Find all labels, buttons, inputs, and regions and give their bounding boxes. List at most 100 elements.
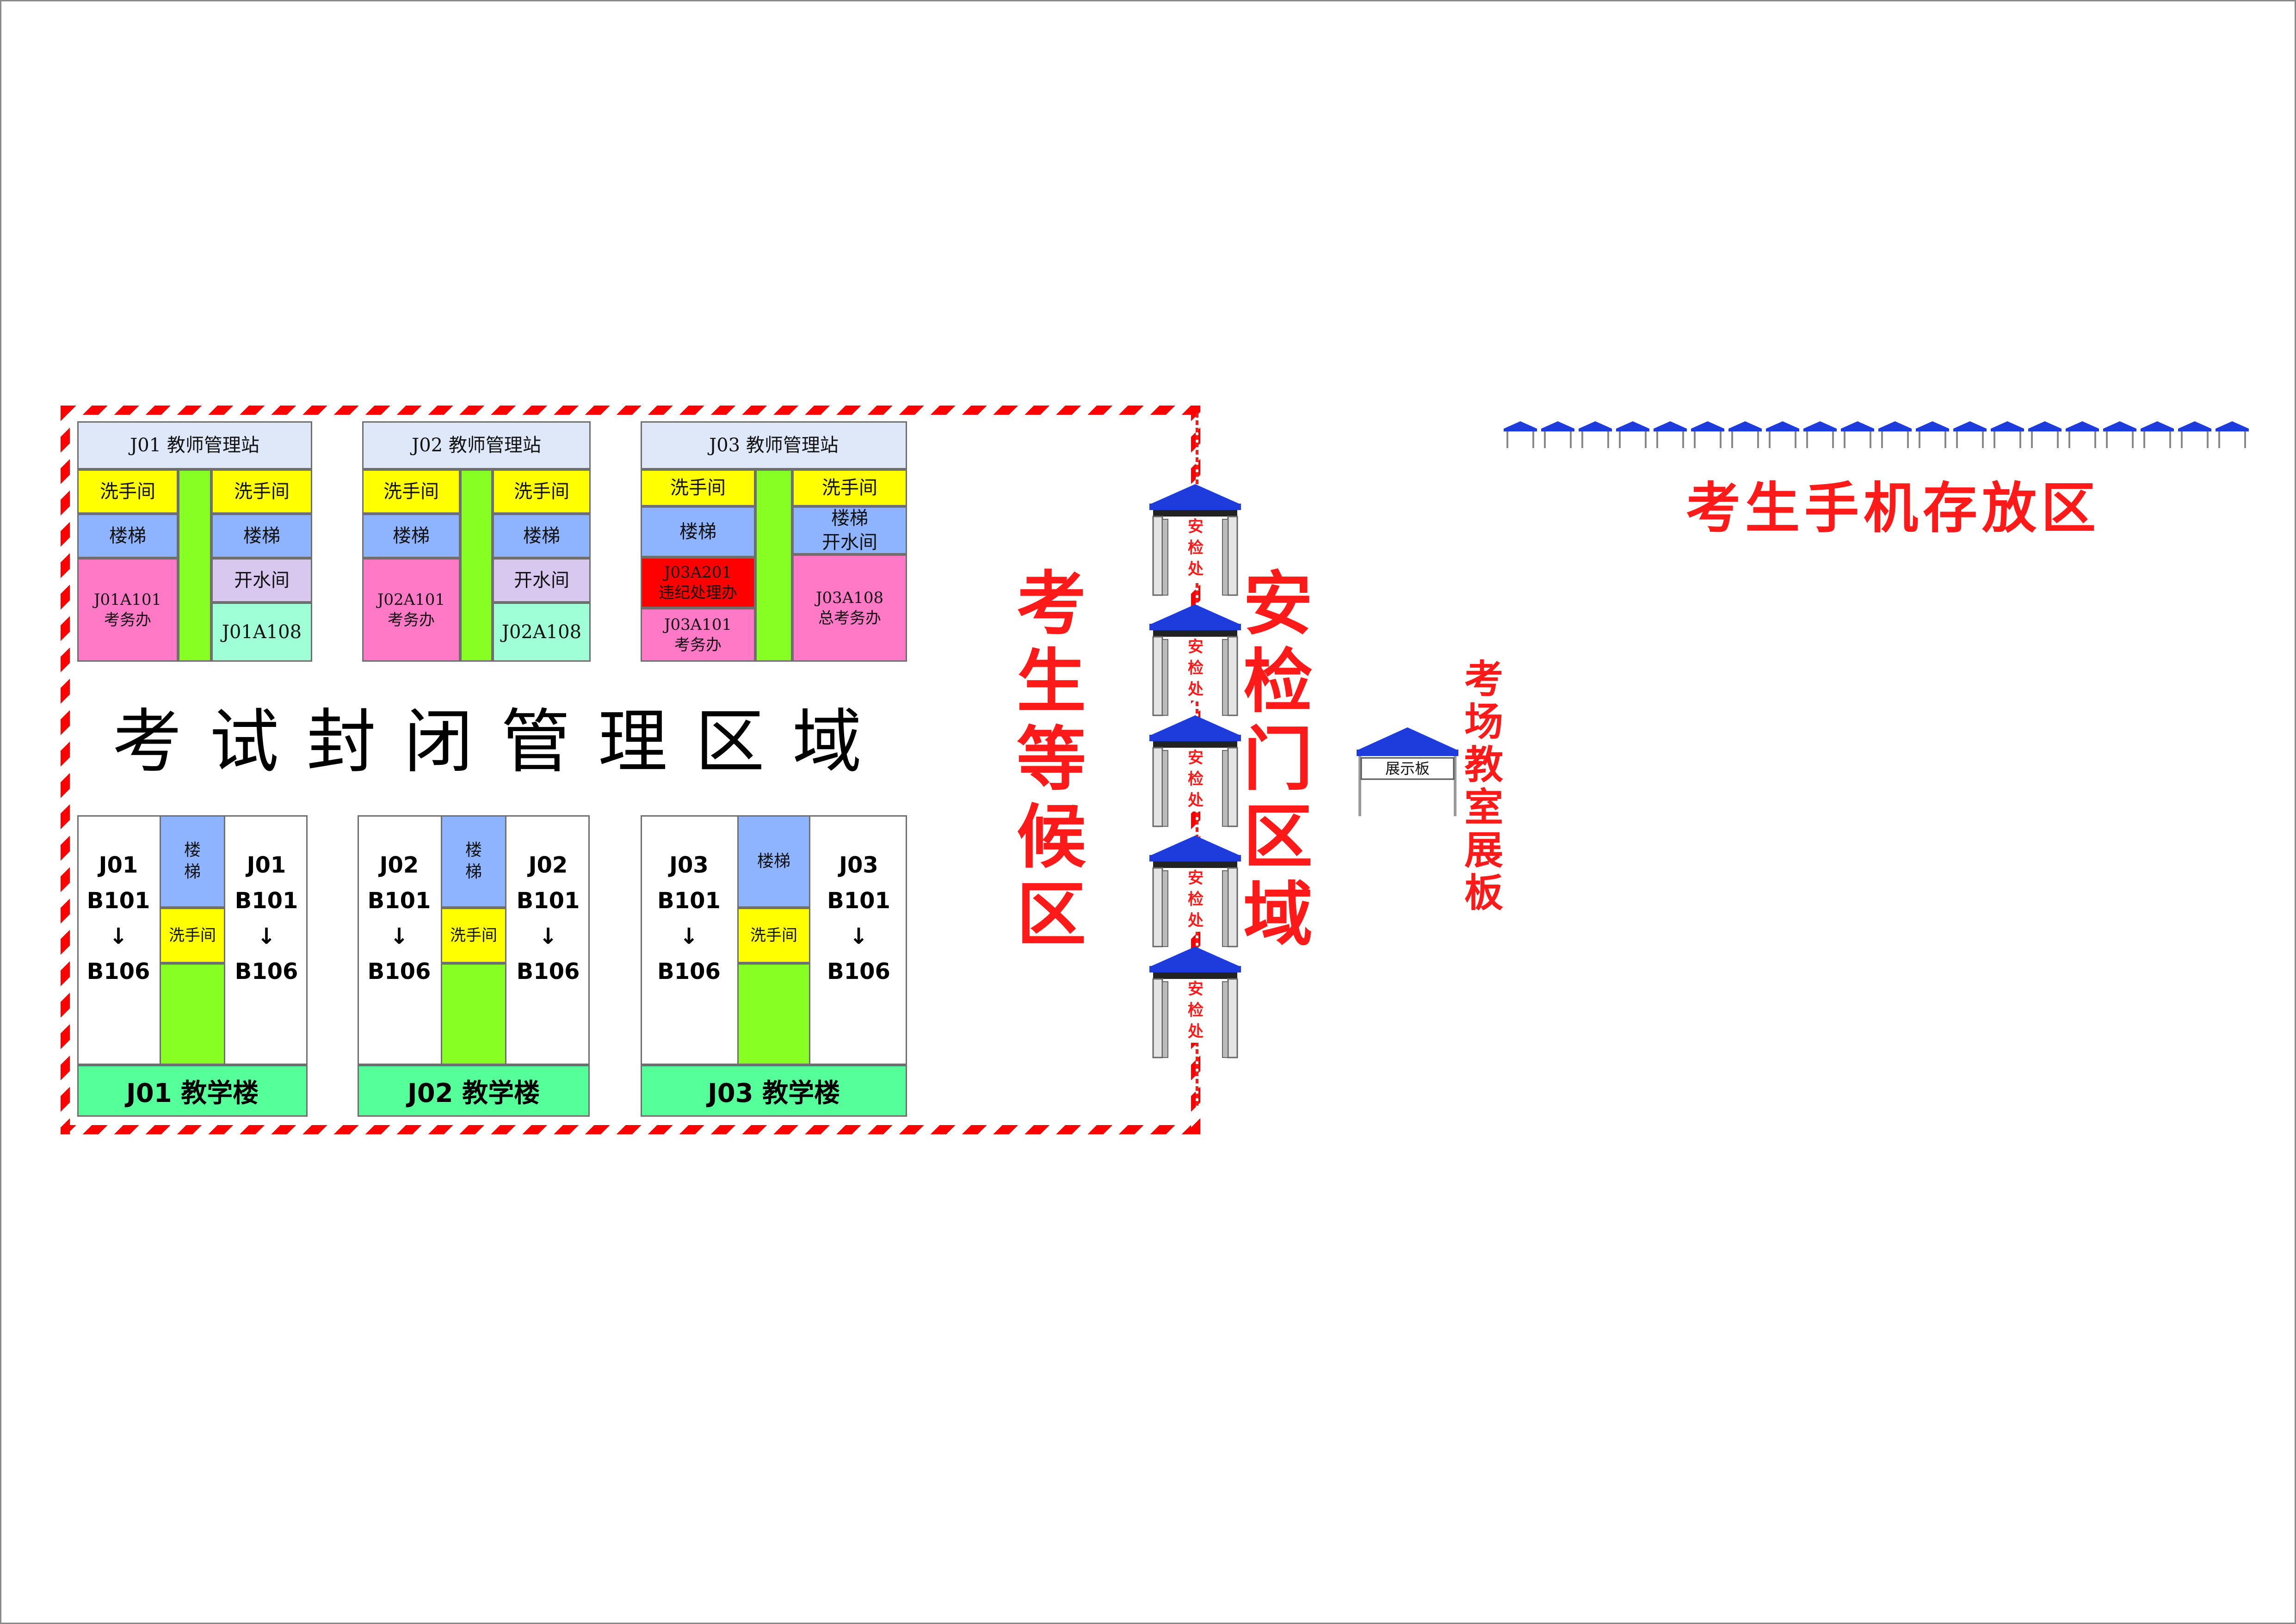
small-tent-icon xyxy=(2028,421,2061,448)
station-header: J03 教师管理站 xyxy=(641,421,907,469)
room-list-line: ↓ xyxy=(679,923,698,949)
station-room-right: J02A108 xyxy=(493,603,591,662)
building-stairs: 楼 梯 xyxy=(441,815,506,908)
station-room-right: J01A108 xyxy=(211,603,312,662)
room-list-line: B101 xyxy=(827,887,890,914)
station-room-right: 楼梯 xyxy=(211,514,312,558)
security-gate-label-char: 处 xyxy=(1188,1022,1204,1041)
room-list-line: B106 xyxy=(827,959,890,985)
building-washroom: 洗手间 xyxy=(737,908,810,963)
room-list-line: B101 xyxy=(235,887,298,914)
security-gate-label: 安检处 xyxy=(1185,637,1206,701)
station-room-left: 洗手间 xyxy=(641,469,755,506)
small-tent-icon xyxy=(1878,421,1912,448)
room-list-line: J03 xyxy=(669,852,709,878)
room-list-line: B106 xyxy=(657,959,721,985)
station-room-right: 开水间 xyxy=(211,558,312,603)
station-room-right: 洗手间 xyxy=(493,469,591,514)
security-char: 安 xyxy=(1243,564,1313,645)
security-gate-label: 安检处 xyxy=(1185,748,1206,812)
station-room-left: J03A201 违纪处理办 xyxy=(641,557,755,608)
phone-area-label: 考生手机存放区 xyxy=(1685,476,2100,540)
display-char: 教 xyxy=(1464,742,1503,787)
small-tent-icon xyxy=(1991,421,2024,448)
station-room-left: 楼梯 xyxy=(362,514,460,558)
waiting-char: 考 xyxy=(1016,564,1086,645)
security-gate-label-char: 检 xyxy=(1188,1001,1204,1020)
security-gate-label-char: 处 xyxy=(1188,791,1204,810)
small-tent-icon xyxy=(1504,421,1537,448)
display-board-label: 展示板 xyxy=(1385,760,1430,777)
small-tent-icon xyxy=(1691,421,1724,448)
security-gate-label-char: 处 xyxy=(1188,680,1204,699)
station-header: J01 教师管理站 xyxy=(77,421,312,469)
building-stairs: 楼 梯 xyxy=(160,815,225,908)
display-char: 板 xyxy=(1464,870,1503,916)
waiting-char: 等 xyxy=(1016,720,1086,800)
room-list-line: B101 xyxy=(657,887,721,914)
building-corridor xyxy=(737,963,810,1065)
small-tent-icon xyxy=(1579,421,1612,448)
station-room-left: J03A101 考务办 xyxy=(641,608,755,662)
station-room-left: 洗手间 xyxy=(77,469,178,514)
station-room-right: 楼梯 开水间 xyxy=(792,506,907,554)
security-gate-tent xyxy=(1149,947,1241,1058)
security-gate-label-char: 安 xyxy=(1188,517,1204,536)
station-room-right: 洗手间 xyxy=(211,469,312,514)
station-corridor xyxy=(755,469,792,662)
building-corridor xyxy=(441,963,506,1065)
main-title: 考试封闭管理区域 xyxy=(112,702,890,782)
security-gate-label-char: 检 xyxy=(1188,769,1204,788)
station-room-right: J03A108 总考务办 xyxy=(792,554,907,662)
security-gate-label-char: 安 xyxy=(1188,869,1204,887)
building-name: J01 教学楼 xyxy=(77,1065,308,1117)
station-room-left: J02A101 考务办 xyxy=(362,558,460,662)
display-area-label: 考场教室展板 xyxy=(1458,657,1509,916)
small-tent-icon xyxy=(1541,421,1574,448)
security-char: 门 xyxy=(1243,720,1313,800)
area-border-left xyxy=(61,406,70,1134)
small-tent-icon xyxy=(1766,421,1799,448)
building-stairs: 楼梯 xyxy=(737,815,810,908)
security-area-label: 安检门区域 xyxy=(1236,566,1320,954)
room-list-line: ↓ xyxy=(849,923,868,949)
station-room-left: 楼梯 xyxy=(641,506,755,557)
small-tent-icon xyxy=(1728,421,1762,448)
room-list-line: ↓ xyxy=(257,923,276,949)
security-gate-label-char: 检 xyxy=(1188,658,1204,677)
station-room-right: 开水间 xyxy=(493,558,591,603)
display-char: 考 xyxy=(1464,657,1503,702)
security-gate-label: 安检处 xyxy=(1185,517,1206,580)
security-char: 检 xyxy=(1243,642,1313,722)
room-list-line: B106 xyxy=(86,959,150,985)
building-name: J03 教学楼 xyxy=(641,1065,907,1117)
waiting-char: 生 xyxy=(1016,642,1086,722)
security-gate-label: 安检处 xyxy=(1185,868,1206,932)
small-tent-icon xyxy=(2141,421,2174,448)
station-room-left: J01A101 考务办 xyxy=(77,558,178,662)
building-corridor xyxy=(160,963,225,1065)
room-list-line: J01 xyxy=(247,852,286,878)
security-gate-label-char: 处 xyxy=(1188,911,1204,930)
room-list-line: B101 xyxy=(86,887,150,914)
station-corridor xyxy=(178,469,211,662)
display-char: 室 xyxy=(1464,785,1503,830)
building-washroom: 洗手间 xyxy=(441,908,506,963)
room-list-line: ↓ xyxy=(109,923,128,949)
room-list-line: B106 xyxy=(367,959,431,985)
security-gate-label-char: 处 xyxy=(1188,560,1204,578)
security-gate-label-char: 检 xyxy=(1188,538,1204,557)
room-list-line: J02 xyxy=(528,852,568,878)
small-tent-icon xyxy=(2103,421,2136,448)
station-room-left: 楼梯 xyxy=(77,514,178,558)
room-list-line: B106 xyxy=(516,959,580,985)
small-tent-icon xyxy=(1616,421,1649,448)
small-tent-icon xyxy=(1953,421,1987,448)
security-gate-label-char: 安 xyxy=(1188,638,1204,656)
waiting-char: 候 xyxy=(1016,797,1086,878)
waiting-area-label: 考生等候区 xyxy=(1010,566,1093,954)
